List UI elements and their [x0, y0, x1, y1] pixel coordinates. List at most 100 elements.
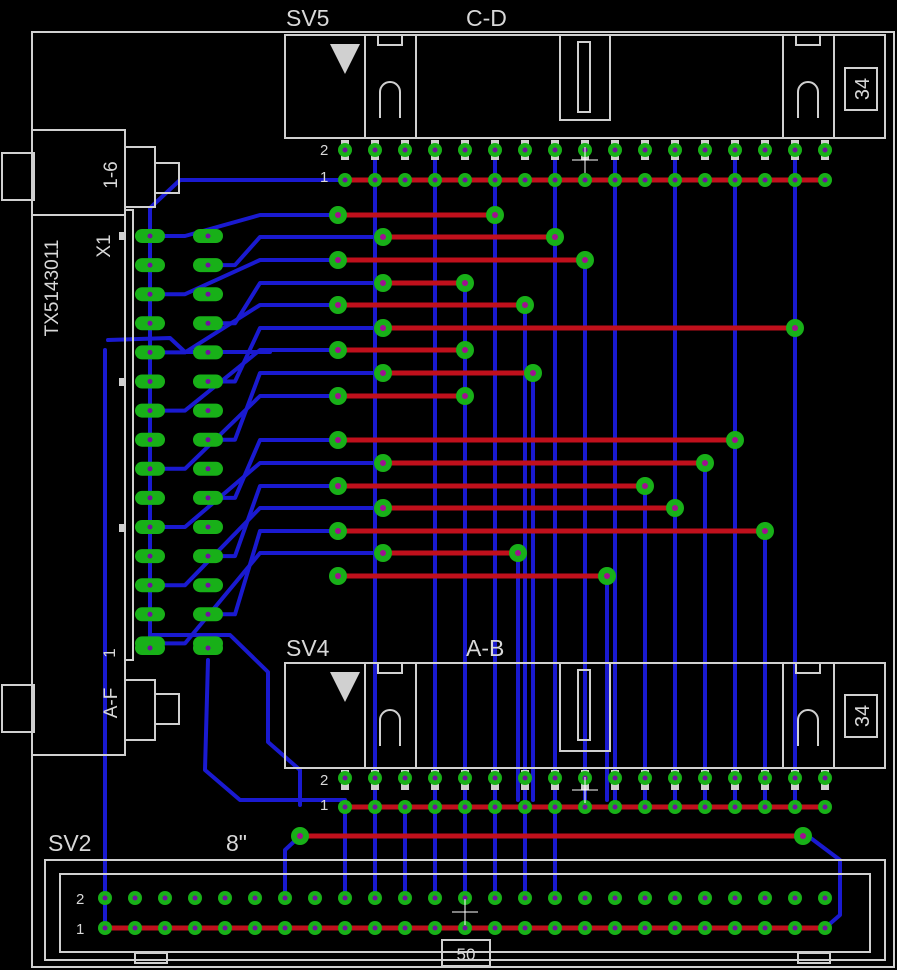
- pin-hole: [822, 177, 828, 183]
- pin-hole: [402, 147, 408, 153]
- pin-hole: [432, 177, 438, 183]
- pin-hole: [372, 804, 378, 810]
- bottom-trace: [283, 834, 302, 897]
- pin-hole: [702, 147, 708, 153]
- pin-hole: [402, 895, 408, 901]
- pin-hole: [102, 925, 108, 931]
- pin-hole: [642, 147, 648, 153]
- pin-hole: [582, 177, 588, 183]
- pin-hole: [402, 925, 408, 931]
- pin-hole: [702, 925, 708, 931]
- pin-hole: [147, 349, 153, 355]
- pin-hole: [702, 895, 708, 901]
- via-hole: [552, 234, 558, 240]
- pin-hole: [732, 147, 738, 153]
- bottom-trace: [148, 633, 302, 807]
- via-hole: [335, 483, 341, 489]
- via-hole: [530, 370, 536, 376]
- pin-hole: [147, 524, 153, 530]
- sv5-pin-count: 34: [852, 78, 874, 100]
- pin-hole: [132, 895, 138, 901]
- sv4-connector[interactable]: 34: [284, 662, 886, 769]
- pin-hole: [462, 177, 468, 183]
- pin-hole: [672, 147, 678, 153]
- sv5-connector[interactable]: 34: [284, 34, 886, 139]
- via-hole: [335, 212, 341, 218]
- pin-hole: [342, 895, 348, 901]
- sv5-pin2-label: 2: [320, 142, 328, 159]
- via-hole: [380, 325, 386, 331]
- bottom-trace: [148, 258, 340, 297]
- x1-pin1-label: 1: [100, 648, 119, 657]
- via-hole: [380, 234, 386, 240]
- pin-hole: [792, 147, 798, 153]
- pin-hole: [762, 804, 768, 810]
- pin-hole: [702, 804, 708, 810]
- pin-hole: [612, 925, 618, 931]
- sv5-sublabel: C-D: [466, 5, 507, 31]
- pin-hole: [462, 147, 468, 153]
- pin-hole: [205, 466, 211, 472]
- via-hole: [762, 528, 768, 534]
- via-hole: [702, 460, 708, 466]
- pin-hole: [205, 495, 211, 501]
- pin-hole: [762, 895, 768, 901]
- x1-connector[interactable]: [1, 129, 180, 756]
- pin-hole: [792, 925, 798, 931]
- pin-hole: [147, 291, 153, 297]
- pin-hole: [192, 895, 198, 901]
- pin-hole: [222, 895, 228, 901]
- pin-hole: [432, 925, 438, 931]
- via-hole: [462, 393, 468, 399]
- pin-hole: [762, 775, 768, 781]
- pin-hole: [147, 320, 153, 326]
- pin-hole: [762, 147, 768, 153]
- pin-hole: [372, 775, 378, 781]
- sv2-connector[interactable]: 50: [44, 859, 886, 967]
- pin-hole: [642, 177, 648, 183]
- pin-hole: [205, 320, 211, 326]
- via-hole: [672, 505, 678, 511]
- via-hole: [642, 483, 648, 489]
- sv5-label: SV5: [286, 5, 329, 31]
- pin-hole: [642, 925, 648, 931]
- pin-hole: [732, 775, 738, 781]
- via-hole: [380, 550, 386, 556]
- pin-hole: [762, 177, 768, 183]
- pin-hole: [672, 177, 678, 183]
- pin-hole: [642, 895, 648, 901]
- via-hole: [492, 212, 498, 218]
- pin-hole: [492, 895, 498, 901]
- bottom-trace: [148, 303, 340, 355]
- sv2-pin2-label: 2: [76, 891, 84, 908]
- pin-hole: [205, 611, 211, 617]
- pin-hole: [732, 177, 738, 183]
- via-hole: [335, 528, 341, 534]
- pin-hole: [672, 775, 678, 781]
- pin-hole: [205, 291, 211, 297]
- pin-hole: [432, 895, 438, 901]
- pin-hole: [792, 177, 798, 183]
- pin-hole: [552, 177, 558, 183]
- via-hole: [335, 347, 341, 353]
- pin-hole: [312, 895, 318, 901]
- pin-hole: [732, 925, 738, 931]
- via-hole: [335, 393, 341, 399]
- pin-hole: [762, 925, 768, 931]
- pin-hole: [612, 775, 618, 781]
- via-hole: [792, 325, 798, 331]
- pin-hole: [205, 645, 211, 651]
- pin-hole: [702, 177, 708, 183]
- pin-hole: [582, 895, 588, 901]
- pin-hole: [822, 804, 828, 810]
- bottom-trace: [148, 213, 340, 238]
- pin-hole: [342, 147, 348, 153]
- pin-hole: [612, 895, 618, 901]
- pin-hole: [147, 611, 153, 617]
- pin-hole: [822, 147, 828, 153]
- pin-hole: [205, 437, 211, 443]
- sv2-pin-count: 50: [457, 945, 476, 964]
- x1-part-number: TX5143011: [42, 240, 63, 337]
- x1-bottom-label: A-F: [101, 688, 122, 719]
- pin-hole: [552, 775, 558, 781]
